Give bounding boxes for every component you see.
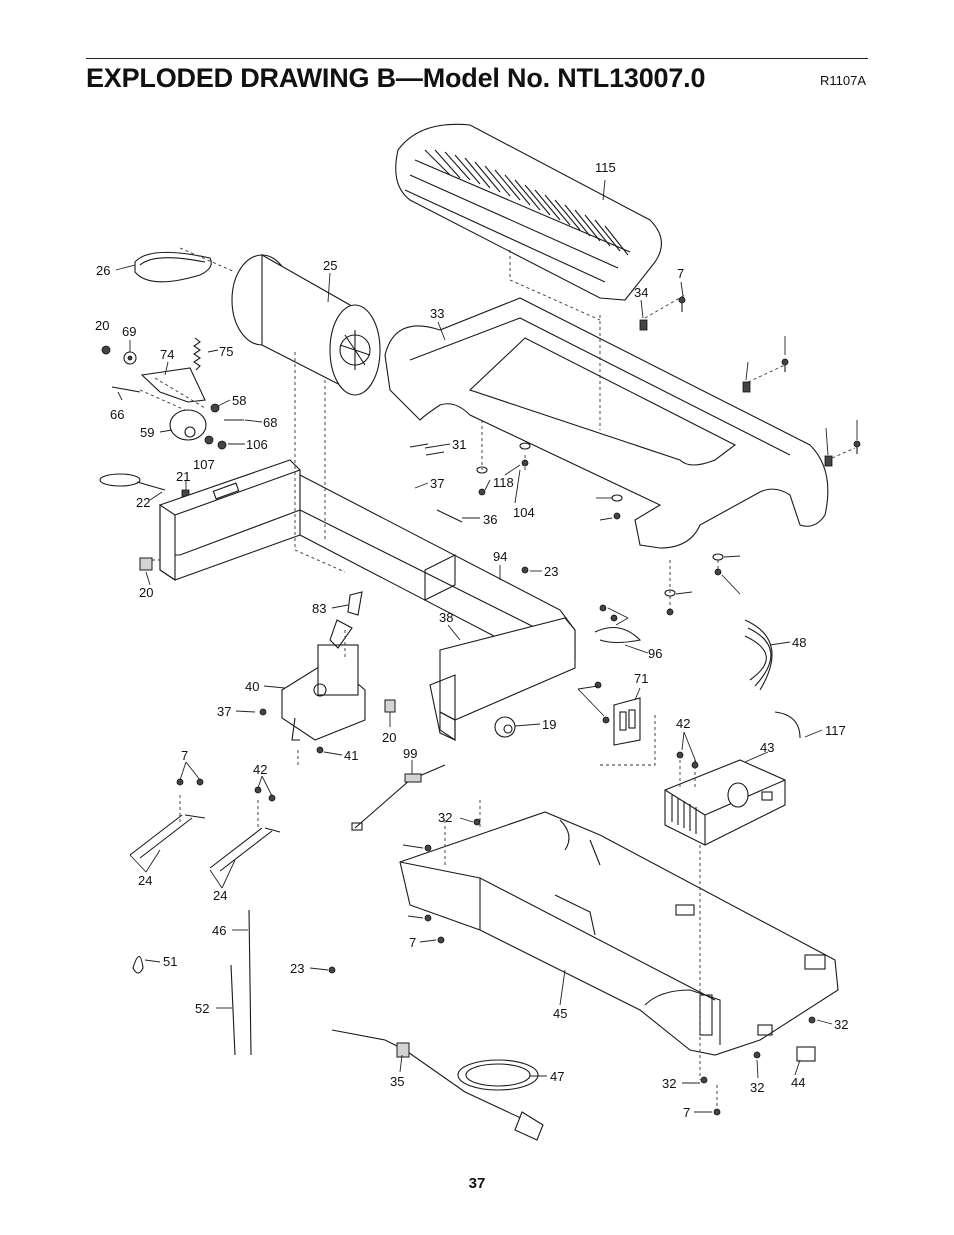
callout-45: 45 [553, 1006, 567, 1021]
callout-7: 7 [677, 266, 684, 281]
callout-43: 43 [760, 740, 774, 755]
part-45-base-pan [399, 811, 839, 1056]
assembly-lines [139, 247, 856, 1110]
callout-115: 115 [595, 160, 616, 175]
callout-96: 96 [648, 646, 662, 661]
callout-42: 42 [676, 716, 690, 731]
part-24-rails [129, 814, 281, 872]
callout-68: 68 [263, 415, 277, 430]
part-59-idler-pulley [169, 409, 207, 441]
callout-94: 94 [493, 549, 507, 564]
callout-51: 51 [163, 954, 177, 969]
callout-118: 118 [493, 475, 514, 490]
callout-46: 46 [212, 923, 226, 938]
callout-47: 47 [550, 1069, 564, 1084]
page-number: 37 [468, 1175, 486, 1192]
callout-32d: 32 [662, 1076, 676, 1091]
callout-24b: 24 [213, 888, 227, 903]
callout-7b: 7 [181, 748, 188, 763]
callout-32: 32 [438, 810, 452, 825]
callout-20b: 20 [139, 585, 153, 600]
frame-right-rail [429, 617, 576, 742]
callout-25: 25 [323, 258, 337, 273]
callout-19: 19 [542, 717, 556, 732]
callout-38: 38 [439, 610, 453, 625]
callout-52: 52 [195, 1001, 209, 1016]
callout-32c: 32 [750, 1080, 764, 1095]
callout-20c: 20 [382, 730, 396, 745]
part-33-motor-hood [384, 297, 829, 549]
part-96-bracket [594, 626, 642, 644]
part-99-harness [351, 764, 446, 831]
callout-44: 44 [791, 1075, 805, 1090]
part-75-spring [193, 337, 201, 371]
callout-117: 117 [825, 723, 846, 738]
callout-32b: 32 [834, 1017, 848, 1032]
callout-71: 71 [634, 671, 648, 686]
callout-31: 31 [452, 437, 466, 452]
callout-66: 66 [110, 407, 124, 422]
callout-58: 58 [232, 393, 246, 408]
callout-48: 48 [792, 635, 806, 650]
page-title: EXPLODED DRAWING B—Model No. NTL13007.0 [86, 63, 706, 93]
callout-24: 24 [138, 873, 152, 888]
part-74-idler-bracket [140, 367, 206, 403]
callout-23b: 23 [290, 961, 304, 976]
callout-41: 41 [344, 748, 358, 763]
callout-26: 26 [96, 263, 110, 278]
part-115-console-cover [395, 123, 662, 321]
callout-labels: 115 7 34 33 26 25 20 69 74 75 66 58 68 5… [95, 160, 848, 1120]
part-26-drive-belt [134, 251, 212, 283]
callout-59: 59 [140, 425, 154, 440]
part-44-switch [796, 1046, 816, 1062]
callout-20: 20 [95, 318, 109, 333]
callout-37: 37 [430, 476, 444, 491]
frame-left-rail [140, 459, 301, 582]
callout-69: 69 [122, 324, 136, 339]
part-48-wires [744, 619, 773, 691]
callout-7c: 7 [683, 1105, 690, 1120]
header-rule [86, 58, 868, 59]
callout-7d: 7 [409, 935, 416, 950]
callout-22: 22 [136, 495, 150, 510]
callout-37b: 37 [217, 704, 231, 719]
part-117-ground-wire [774, 711, 801, 739]
part-51-clip [132, 955, 144, 974]
callout-107: 107 [193, 457, 215, 472]
callout-21: 21 [176, 469, 190, 484]
part-83-bracket [347, 591, 363, 616]
callout-42b: 42 [253, 762, 267, 777]
callout-34: 34 [634, 285, 648, 300]
callout-99: 99 [403, 746, 417, 761]
callout-74: 74 [160, 347, 174, 362]
part-43-controller [664, 759, 786, 846]
callout-35: 35 [390, 1074, 404, 1089]
part-25-drive-motor [231, 254, 381, 396]
callout-36: 36 [483, 512, 497, 527]
part-40-incline-motor [281, 619, 366, 741]
part-71-circuit-breaker [613, 697, 641, 746]
callout-leaders [115, 179, 858, 1113]
callout-40: 40 [245, 679, 259, 694]
callout-104: 104 [513, 505, 535, 520]
part-35-47-power-cord [331, 1029, 544, 1141]
part-46-52-ties [230, 909, 252, 1056]
callout-23: 23 [544, 564, 558, 579]
callout-75: 75 [219, 344, 233, 359]
callout-33: 33 [430, 306, 444, 321]
callout-106: 106 [246, 437, 268, 452]
drawing-code: R1107A [819, 73, 866, 88]
callout-83: 83 [312, 601, 326, 616]
